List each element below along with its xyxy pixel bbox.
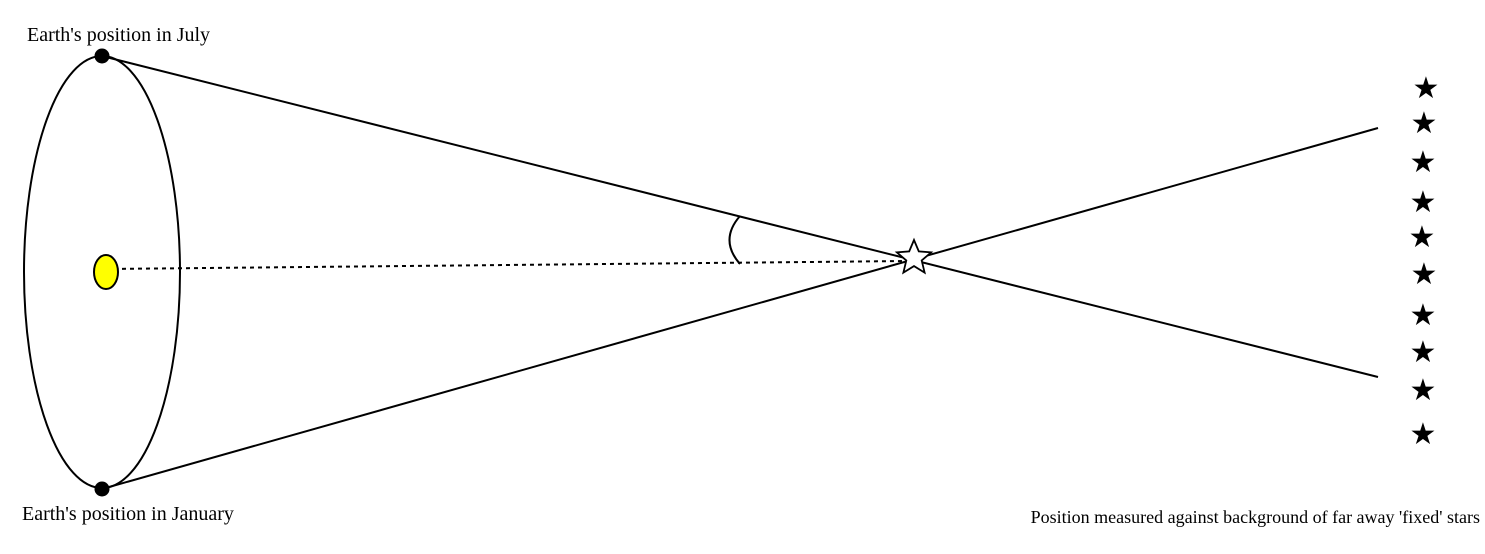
background-star-icon: ★ xyxy=(1413,72,1440,105)
earth-july-label: Earth's position in July xyxy=(27,24,210,46)
sun-icon xyxy=(93,254,119,290)
background-stars-note: Position measured against background of … xyxy=(1031,507,1480,527)
background-star-icon: ★ xyxy=(1410,418,1437,451)
earth-january-label: Earth's position in January xyxy=(22,503,234,525)
background-star-icon: ★ xyxy=(1411,258,1438,291)
background-stars: ★ ★ ★ ★ ★ ★ ★ ★ ★ ★ xyxy=(1409,72,1440,451)
background-star-icon: ★ xyxy=(1409,221,1436,254)
background-star-icon: ★ xyxy=(1410,146,1437,179)
background-star-icon: ★ xyxy=(1410,336,1437,369)
background-star-icon: ★ xyxy=(1410,186,1437,219)
background-star-icon: ★ xyxy=(1411,107,1438,140)
earth-july-icon xyxy=(94,48,110,64)
near-star-icon xyxy=(894,237,934,275)
earth-january-icon xyxy=(94,481,110,497)
sight-line-january xyxy=(101,127,1379,490)
parallax-angle-arc xyxy=(728,215,741,265)
sun-to-star-dashed-line xyxy=(105,260,909,270)
background-star-icon: ★ xyxy=(1410,374,1437,407)
background-star-icon: ★ xyxy=(1410,299,1437,332)
